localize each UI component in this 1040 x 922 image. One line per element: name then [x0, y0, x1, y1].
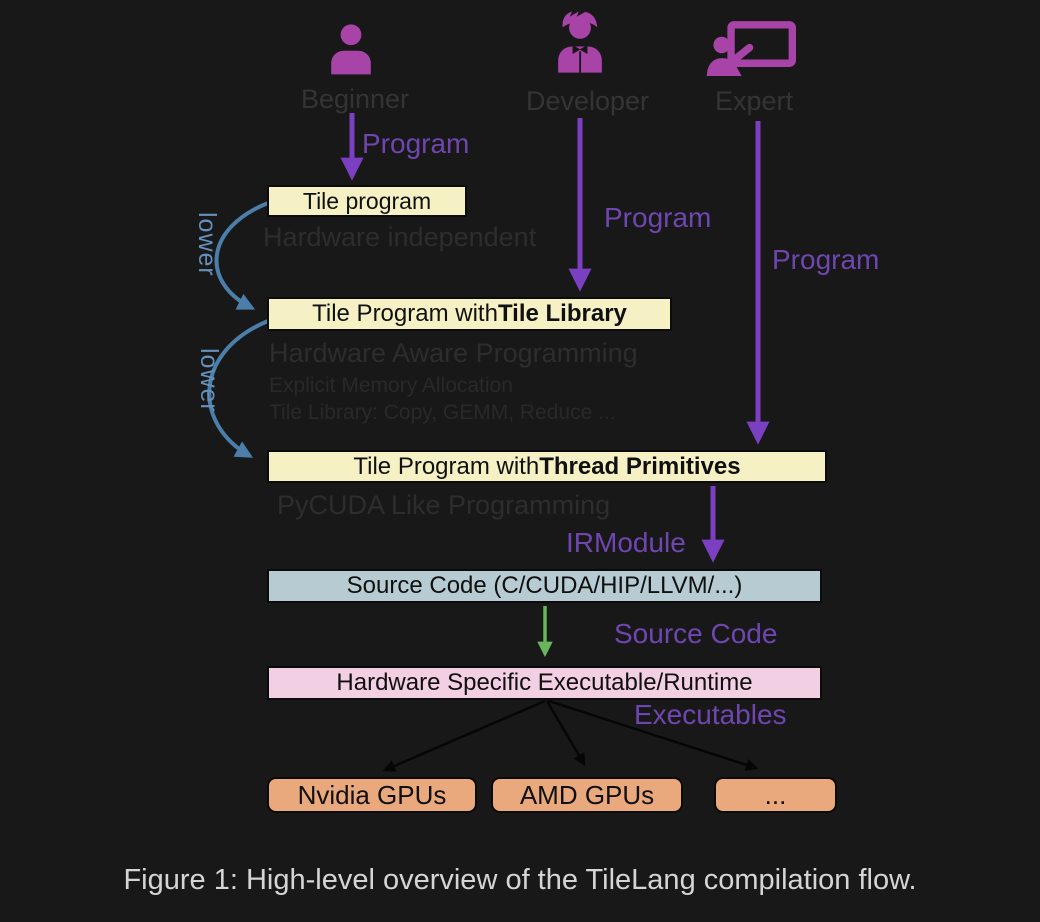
pycuda-note: PyCUDA Like Programming: [277, 490, 611, 520]
hardware-independent-note: Hardware independent: [263, 222, 537, 252]
tile-library-box-prefix: Tile Program with: [312, 300, 498, 327]
executable-runtime-box-label: Hardware Specific Executable/Runtime: [336, 669, 753, 696]
lower-label-2: lower: [195, 348, 223, 413]
tile-library-ops-note: Tile Library: Copy, GEMM, Reduce ...: [269, 401, 616, 424]
target-amd-gpus-label: AMD GPUs: [519, 779, 655, 810]
source-code-box: Source Code (C/CUDA/HIP/LLVM/...): [267, 569, 822, 603]
tile-program-box-label: Tile program: [302, 187, 432, 214]
tile-program-box: Tile program: [267, 185, 467, 217]
program-label-expert: Program: [772, 244, 880, 275]
irmodule-label: IRModule: [566, 527, 686, 558]
executables-arrow-left: [382, 699, 546, 772]
program-label-developer: Program: [604, 202, 712, 233]
executable-runtime-box: Hardware Specific Executable/Runtime: [267, 666, 822, 700]
executables-arrow-mid: [545, 700, 586, 767]
target-other-box: ...: [714, 777, 837, 813]
developer-label: Developer: [525, 86, 650, 116]
beginner-label: Beginner: [300, 84, 410, 114]
expert-label: Expert: [714, 86, 794, 116]
target-other-label: ...: [764, 779, 787, 810]
source-code-edge-label: Source Code: [614, 618, 778, 649]
program-label-beginner: Program: [362, 128, 470, 159]
target-amd-gpus-box: AMD GPUs: [491, 777, 683, 813]
explicit-memory-note: Explicit Memory Allocation: [269, 374, 513, 397]
executables-edge-label: Executables: [634, 699, 787, 730]
thread-primitives-box: Tile Program with Thread Primitives: [267, 450, 827, 483]
developer-person-icon: [548, 6, 612, 83]
tile-library-box: Tile Program with Tile Library: [267, 297, 672, 331]
lower-label-1: lower: [193, 212, 221, 277]
tile-library-box-bold: Tile Library: [497, 300, 627, 327]
figure-caption: Figure 1: High-level overview of the Til…: [123, 864, 917, 896]
thread-primitives-box-bold: Thread Primitives: [539, 452, 741, 480]
target-nvidia-gpus-box: Nvidia GPUs: [267, 777, 477, 813]
lower-arrow-1: [214, 201, 269, 310]
source-code-box-label: Source Code (C/CUDA/HIP/LLVM/...): [346, 572, 743, 599]
thread-primitives-box-prefix: Tile Program with: [353, 452, 540, 480]
target-nvidia-gpus-label: Nvidia GPUs: [297, 779, 447, 810]
expert-presenter-icon: [704, 20, 798, 83]
beginner-person-icon: [322, 18, 380, 85]
hardware-aware-note: Hardware Aware Programming: [269, 338, 638, 368]
